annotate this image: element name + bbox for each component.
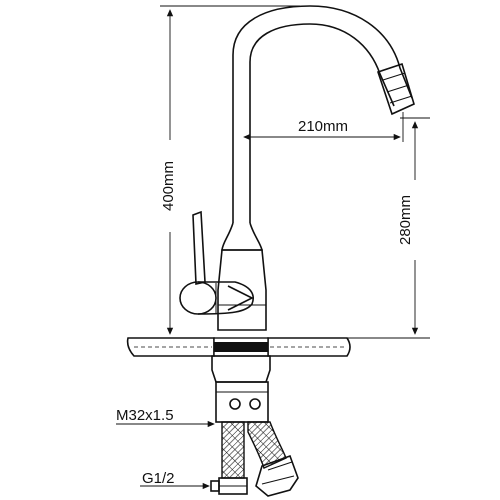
cartridge-tip: [227, 285, 254, 311]
inlet-hole-left: [229, 398, 241, 410]
cartridge-housing: [197, 281, 254, 315]
callout-hose-thread: G1/2: [140, 470, 210, 490]
dimension-spout-height: 280mm: [347, 117, 430, 339]
hose-icon: [210, 421, 299, 497]
faucet-main-body: [217, 249, 267, 331]
hose-thread-label: G1/2: [142, 470, 175, 487]
aerator-nozzle: [376, 62, 415, 116]
countertop-slab-left: [126, 337, 215, 357]
mounting-nut: [211, 355, 271, 383]
aerator-band-2: [386, 84, 410, 93]
callout-shank-thread: M32x1.5: [116, 407, 215, 428]
hose-left-tip: [210, 480, 220, 492]
spout-neck: [221, 222, 264, 251]
aerator-band-3: [389, 95, 413, 104]
shank-thread-label: M32x1.5: [116, 407, 174, 424]
spout-reach-label: 210mm: [298, 118, 348, 135]
inlet-hole-right: [249, 398, 261, 410]
spout-height-label: 280mm: [397, 195, 414, 245]
handle-lever: [192, 210, 206, 285]
handle-hub: [179, 281, 217, 315]
dimension-total-height: 400mm: [158, 5, 300, 339]
shank-assembly: [211, 355, 271, 423]
height-total-label: 400mm: [160, 161, 177, 211]
hose-right-fitting: [255, 454, 299, 497]
aerator-band-1: [382, 72, 406, 81]
spout-outer-edge: [232, 5, 413, 223]
spout-inner-edge: [249, 23, 395, 223]
dimension-spout-reach: 210mm: [243, 112, 404, 142]
faucet-icon: [179, 5, 415, 331]
countertop: [126, 337, 351, 357]
